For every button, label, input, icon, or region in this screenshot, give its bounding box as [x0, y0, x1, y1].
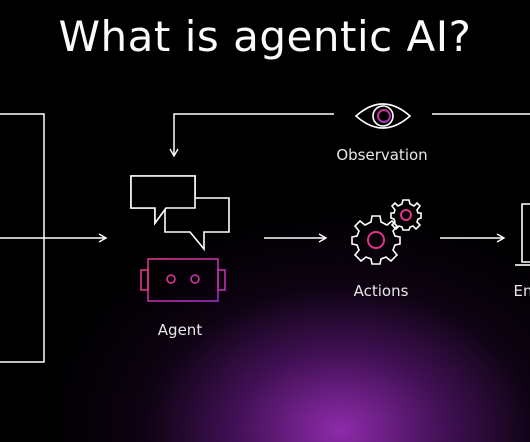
eye-icon	[354, 103, 412, 129]
environment-label: En	[513, 282, 530, 300]
robot-face-icon	[140, 258, 226, 302]
feedback-loop-line	[174, 113, 530, 156]
page-title: What is agentic AI?	[58, 12, 472, 61]
observation-label: Observation	[336, 146, 428, 164]
laptop-icon	[515, 203, 530, 266]
agent-label: Agent	[157, 321, 203, 339]
gears-icon	[351, 199, 422, 265]
actions-label: Actions	[353, 282, 409, 300]
chat-bubbles-icon	[130, 175, 230, 252]
